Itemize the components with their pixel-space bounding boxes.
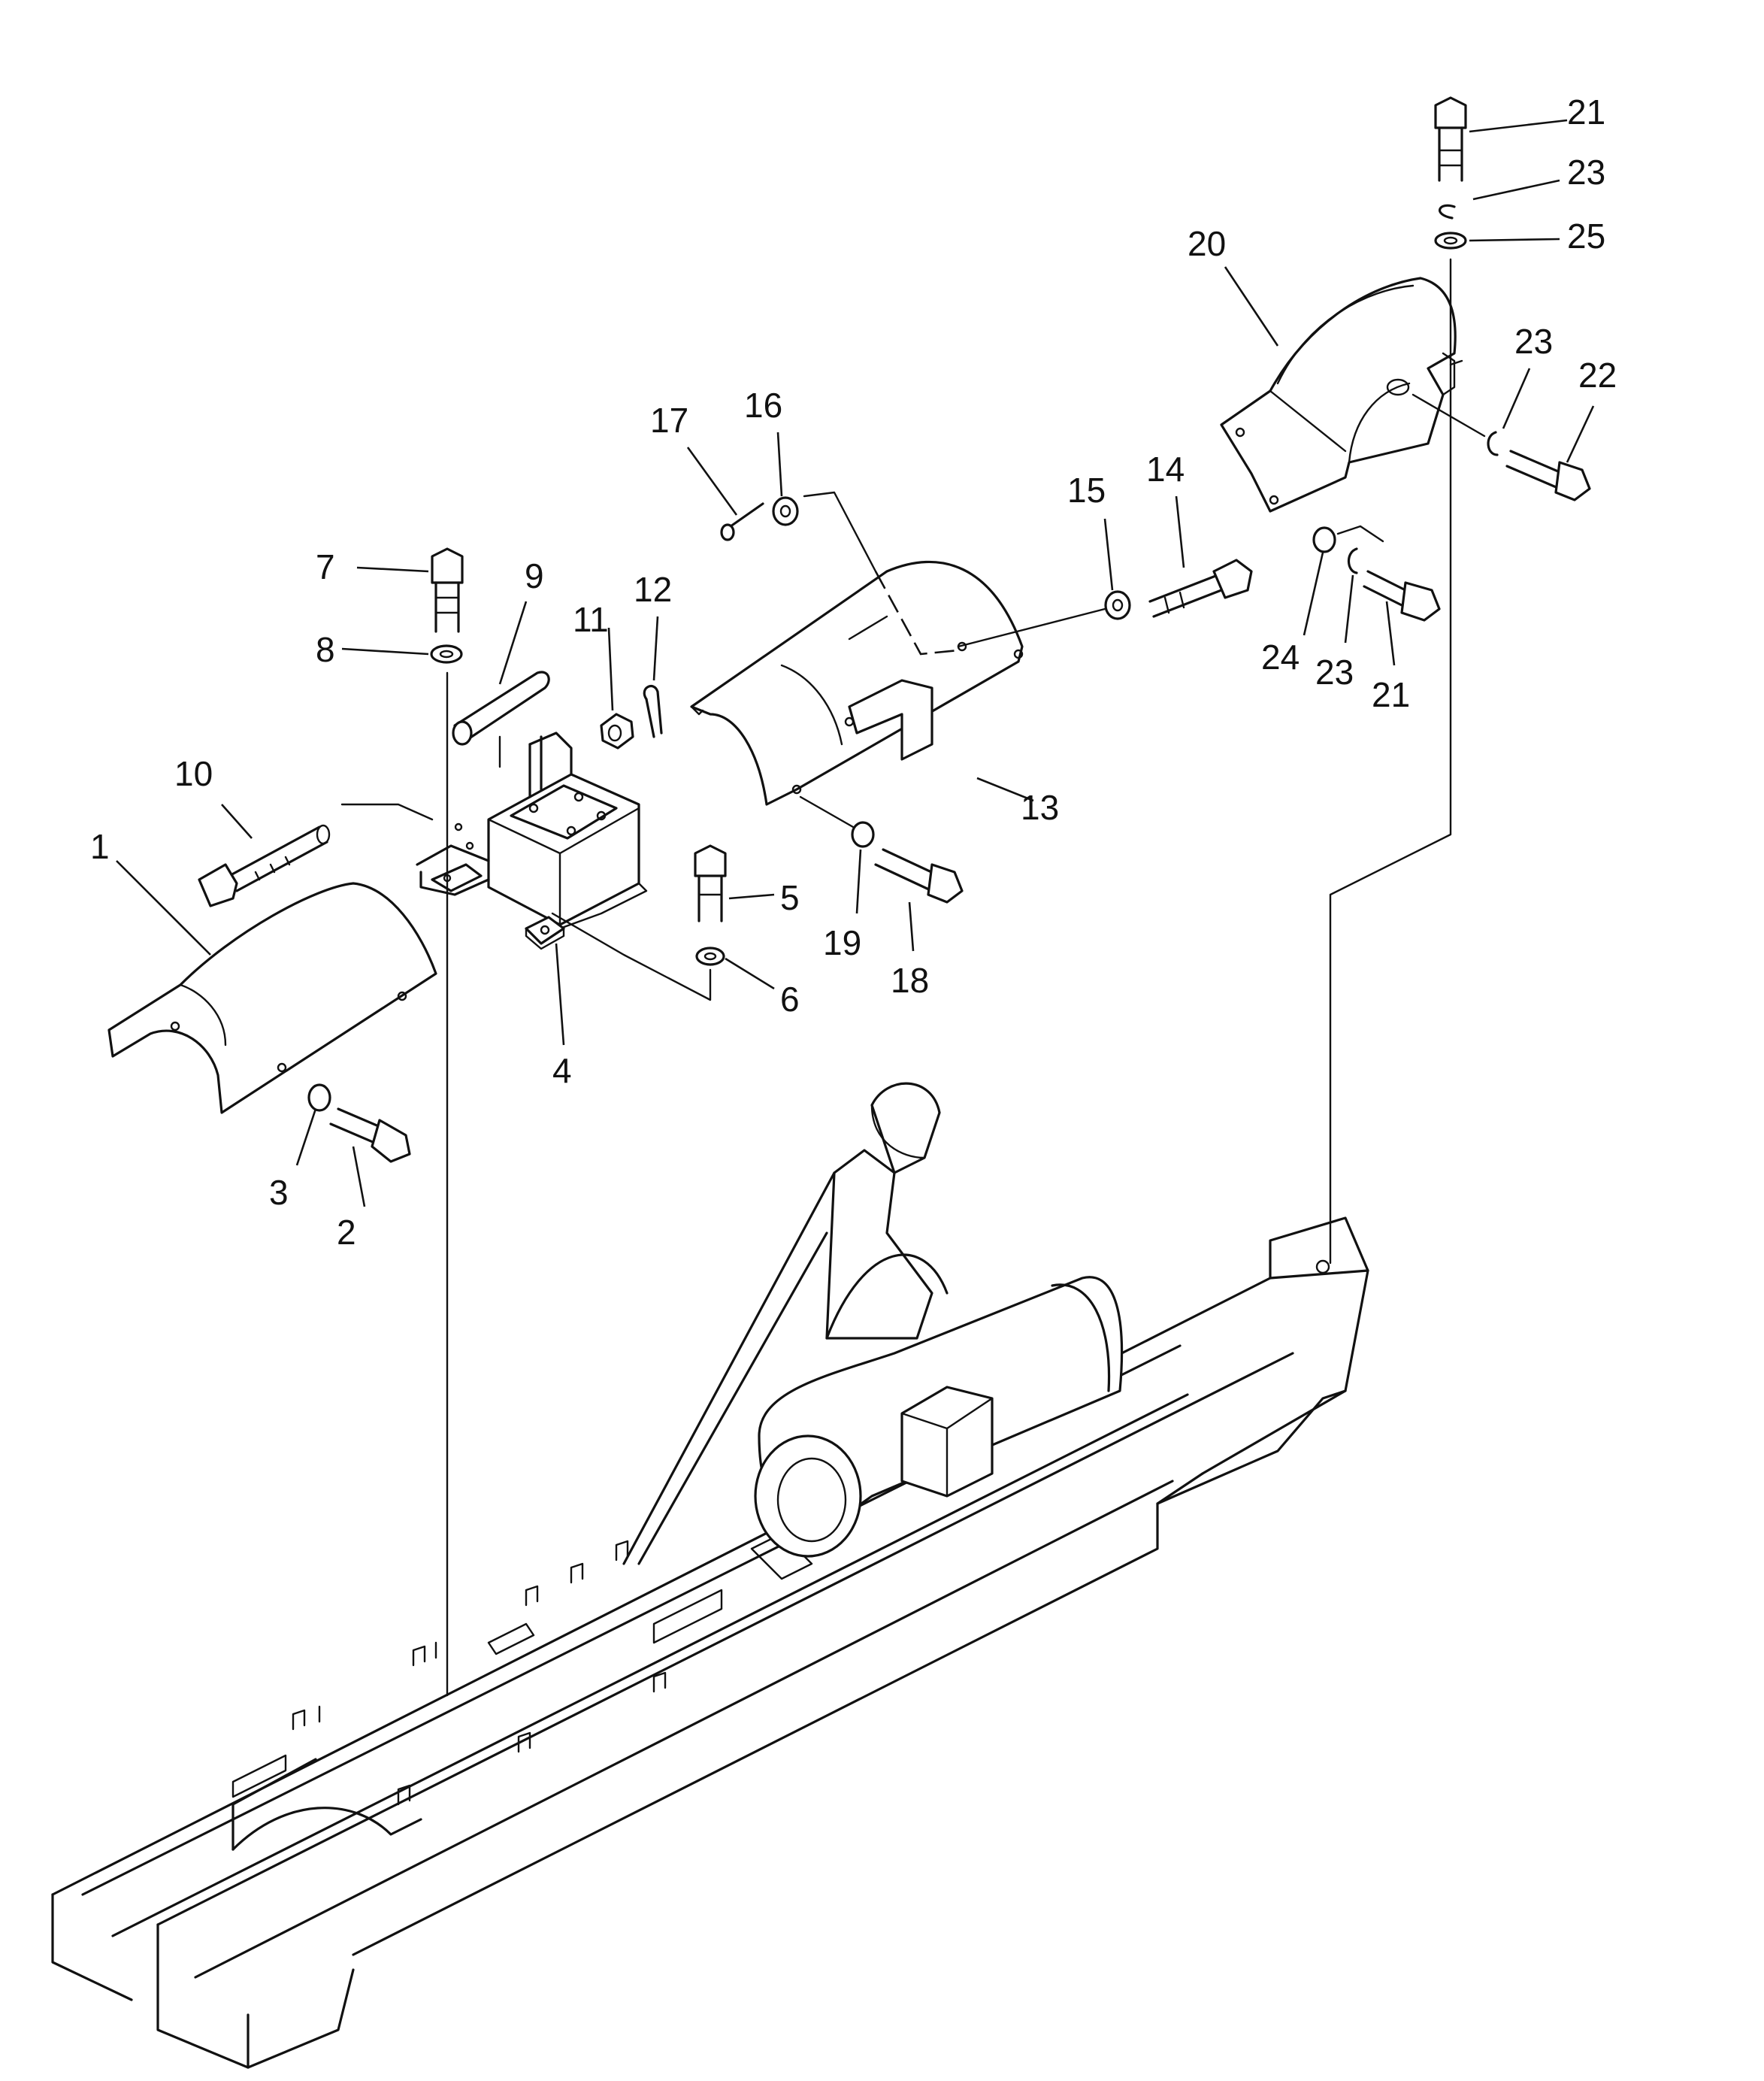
callout-19: 19	[823, 923, 861, 962]
cover-guard-13	[690, 560, 1024, 806]
callout-3: 3	[269, 1173, 289, 1212]
callout-17: 17	[650, 401, 688, 440]
bolt-5	[694, 844, 727, 922]
callout-2: 2	[337, 1213, 356, 1252]
washer-19	[851, 821, 875, 848]
washer-16	[772, 496, 799, 526]
callout-22: 22	[1578, 356, 1617, 395]
pin-9	[452, 671, 550, 746]
callout-20: 20	[1188, 224, 1226, 263]
callout-1: 1	[90, 827, 110, 866]
assembly-lines	[340, 258, 1486, 1697]
callout-5: 5	[780, 878, 800, 917]
callout-21-bottom: 21	[1372, 675, 1410, 714]
callout-23-right: 23	[1514, 322, 1553, 361]
lockwasher-23-upper	[1439, 204, 1456, 220]
nut-11	[600, 713, 634, 750]
bolt-21-upper	[1434, 96, 1467, 182]
washer-8	[430, 644, 463, 664]
callout-13: 13	[1021, 788, 1059, 827]
bolt-2	[329, 1107, 411, 1163]
bolt-10	[198, 824, 331, 907]
bracket-assembly	[416, 732, 648, 930]
washer-6	[695, 947, 725, 966]
callout-16: 16	[744, 386, 782, 425]
final-drive-housing	[622, 1082, 1124, 1565]
callout-25: 25	[1567, 217, 1605, 256]
bolt-18	[874, 848, 964, 904]
callout-labels: 1 2 3 4 5 6 7 8 9 10 11 12 13 14 15 16 1…	[90, 92, 1617, 1252]
callout-18: 18	[891, 961, 929, 1000]
callout-11: 11	[573, 600, 609, 639]
callout-6: 6	[780, 980, 800, 1019]
callout-15: 15	[1067, 471, 1106, 510]
lockwasher-23-lower	[1347, 547, 1358, 574]
callout-23-top: 23	[1567, 153, 1605, 192]
cover-guard-20	[1220, 277, 1463, 513]
bolt-22	[1505, 450, 1591, 501]
plate-4	[525, 916, 565, 950]
bolt-14	[1148, 559, 1253, 618]
callout-24: 24	[1261, 638, 1300, 677]
bolt-7	[431, 547, 464, 633]
callout-4: 4	[552, 1051, 572, 1090]
washer-3	[307, 1083, 331, 1112]
callout-23-bottom: 23	[1315, 653, 1354, 692]
callout-10: 10	[174, 754, 213, 793]
callout-21-top: 21	[1567, 92, 1605, 132]
callout-7: 7	[316, 547, 335, 586]
callout-leaders	[116, 119, 1595, 1207]
cover-guard-1	[107, 882, 437, 1114]
pin-17	[720, 502, 764, 541]
track-frame	[51, 1216, 1369, 2069]
callout-9: 9	[525, 556, 544, 595]
washer-15	[1104, 590, 1131, 620]
callout-14: 14	[1146, 450, 1185, 489]
washer-24	[1312, 526, 1336, 553]
cotter-pin-12	[643, 685, 663, 738]
washer-25	[1434, 232, 1467, 250]
callout-12: 12	[634, 570, 672, 609]
lockwasher-23-right	[1487, 431, 1499, 456]
callout-8: 8	[316, 630, 335, 669]
bolt-21-lower	[1363, 570, 1441, 622]
